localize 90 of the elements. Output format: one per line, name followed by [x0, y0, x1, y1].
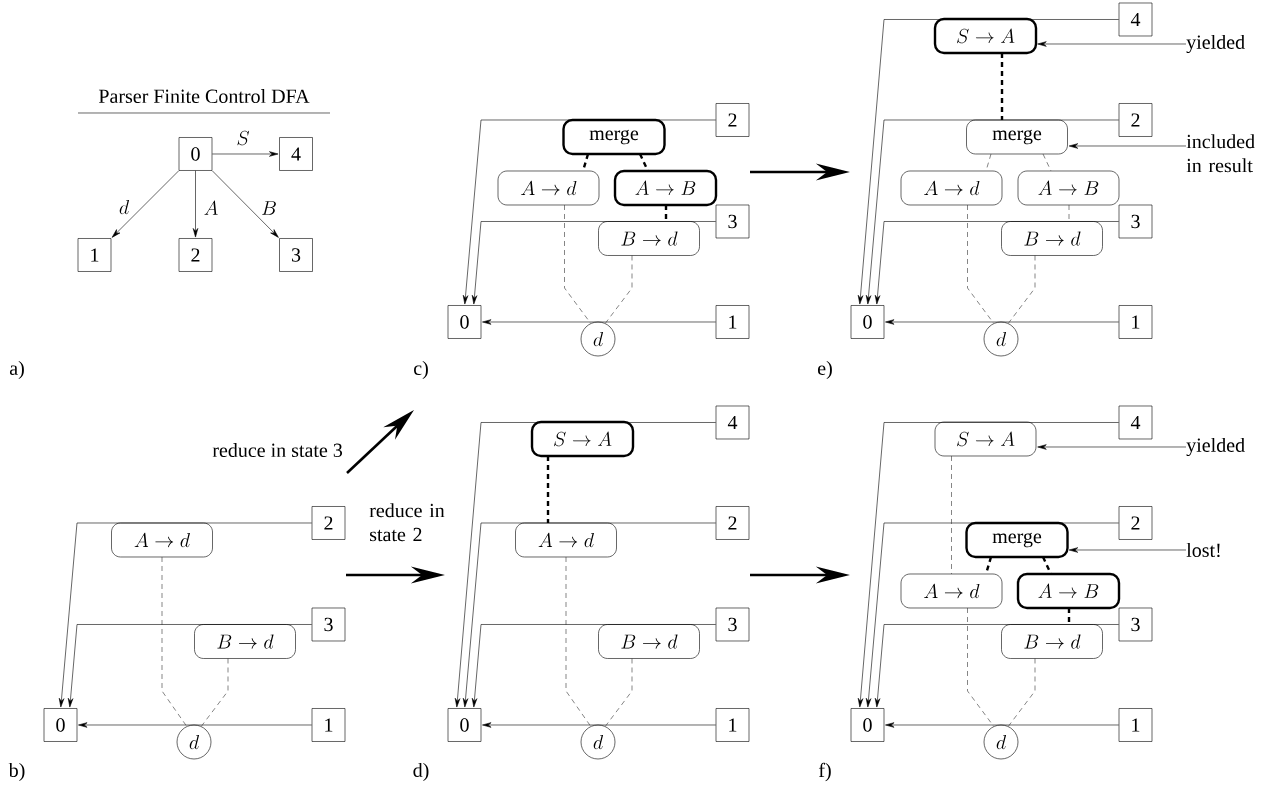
- arrow: [192, 170, 199, 238]
- state-box: 1: [1118, 708, 1153, 742]
- connector-line: [1042, 153, 1052, 172]
- state-box: 4: [1118, 2, 1153, 37]
- connector-line: [638, 153, 650, 172]
- arrow: [58, 522, 312, 708]
- state-box: 0: [447, 708, 482, 742]
- state-box: 0: [447, 305, 482, 339]
- state-box: 3: [1118, 204, 1153, 239]
- state-box: 0: [43, 708, 78, 742]
- arrow: [111, 170, 179, 238]
- state-box: 1: [1118, 305, 1153, 339]
- state-box: 2: [1118, 103, 1153, 137]
- state-box: 3: [715, 204, 750, 239]
- connector-line: [565, 556, 591, 727]
- panel-label: a): [9, 360, 24, 380]
- connector-line: [605, 658, 633, 727]
- connector-line: [546, 456, 550, 523]
- leader-line: [1068, 143, 1187, 149]
- connector-line: [1008, 658, 1036, 727]
- leader-line: [1037, 41, 1187, 47]
- state-box: 4: [279, 137, 313, 171]
- arrow: [874, 624, 1119, 708]
- connector-line: [1068, 204, 1070, 222]
- arrow: [857, 422, 1119, 708]
- panel-label: e): [818, 360, 832, 380]
- arrow: [454, 422, 716, 708]
- leader-line: [1068, 547, 1187, 553]
- connector-line: [1067, 608, 1071, 625]
- transition-label: reduce in state 3: [212, 442, 343, 457]
- state-box: 2: [1118, 506, 1153, 540]
- connector-line: [1041, 556, 1053, 575]
- arrow: [471, 221, 716, 305]
- panel-label: c): [414, 360, 428, 380]
- state-box: 2: [715, 506, 750, 540]
- annotation-text: yielded: [1186, 34, 1245, 54]
- state-box: 4: [715, 405, 750, 440]
- annotation-text: lost!: [1186, 542, 1220, 558]
- arrow: [874, 221, 1119, 305]
- connector-line: [967, 607, 994, 727]
- state-box: 1: [715, 708, 750, 742]
- leader-line: [1037, 444, 1187, 450]
- arrow: [865, 119, 1119, 305]
- connector-line: [1000, 53, 1004, 120]
- state-box: 1: [77, 238, 112, 272]
- arrow: [212, 151, 279, 157]
- connector-line: [605, 255, 633, 324]
- arrow: [482, 319, 716, 325]
- state-box: 4: [1118, 405, 1153, 440]
- arrow: [857, 19, 1119, 305]
- edge-label: $B$: [260, 200, 278, 216]
- state-box: 3: [311, 607, 346, 642]
- connector-line: [664, 205, 668, 222]
- arrow: [885, 722, 1119, 728]
- state-box: 1: [715, 305, 750, 339]
- arrow: [212, 170, 279, 238]
- state-box: 0: [178, 137, 213, 171]
- state-box: 1: [311, 708, 346, 742]
- annotation-text: yielded: [1186, 437, 1245, 457]
- state-box: 3: [279, 238, 313, 272]
- state-box: 2: [178, 238, 213, 272]
- annotation-text: included in result: [1186, 134, 1255, 173]
- state-box: 2: [715, 103, 750, 137]
- state-box: 0: [850, 708, 885, 742]
- panel-label: d): [413, 762, 429, 782]
- connector-line: [201, 658, 229, 727]
- arrow: [885, 319, 1119, 325]
- edge-label: $d$: [117, 199, 131, 215]
- connector-line: [951, 455, 952, 575]
- arrow: [462, 119, 716, 305]
- transition-label: reduce in state 2: [369, 503, 445, 542]
- connector-line: [564, 204, 591, 324]
- connector-line: [1008, 255, 1036, 324]
- arrow: [471, 624, 716, 708]
- arrow: [78, 722, 312, 728]
- edge-label: $S$: [235, 130, 251, 146]
- panel-label: f): [818, 762, 831, 782]
- connector-line: [161, 556, 187, 727]
- arrow: [67, 624, 312, 708]
- arrow: [482, 722, 716, 728]
- arrow: [865, 522, 1119, 708]
- connector-line: [967, 204, 994, 324]
- state-box: 3: [1118, 607, 1153, 642]
- diagram-title: Parser Finite Control DFA: [77, 88, 331, 114]
- panel-label: b): [8, 762, 25, 782]
- state-box: 2: [311, 506, 346, 540]
- arrow: [462, 522, 716, 708]
- state-box: 3: [715, 607, 750, 642]
- state-box: 0: [850, 305, 885, 339]
- edge-label: $A$: [202, 200, 220, 216]
